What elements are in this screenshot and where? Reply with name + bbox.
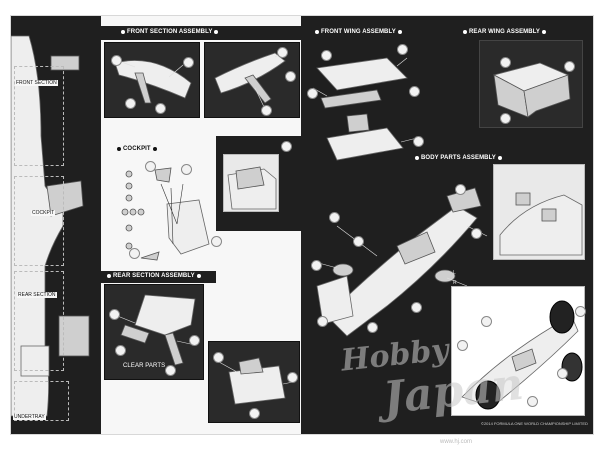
bullet-icon <box>152 147 157 151</box>
part-number-tag <box>321 50 332 61</box>
front-section-assembly-title: FRONT SECTION ASSEMBLY <box>121 29 219 35</box>
bullet-icon <box>463 30 467 34</box>
cockpit-parts-drawing <box>121 167 210 261</box>
part-number-tag <box>409 86 420 97</box>
part-number-tag <box>413 136 424 147</box>
rear-wing-assembly-title: REAR WING ASSEMBLY <box>463 29 547 35</box>
bullet-icon <box>315 30 319 34</box>
bullet-icon <box>497 156 502 160</box>
part-number-tag <box>109 309 120 320</box>
bullet-icon <box>121 30 125 34</box>
seat-photo <box>223 154 279 212</box>
gearbox-drawing <box>218 357 294 405</box>
copyright-footer: ©2014 FORMULA ONE WORLD CHAMPIONSHIP LIM… <box>481 421 588 426</box>
body-parts-assembly-title: BODY PARTS ASSEMBLY <box>415 155 502 161</box>
sidepod-detail-photo <box>493 164 585 260</box>
rear-section-photo-1 <box>104 284 204 380</box>
part-number-tag <box>165 365 176 376</box>
bullet-icon <box>196 274 201 278</box>
rear-wing-photo <box>479 40 583 128</box>
cockpit-box <box>14 176 64 266</box>
rear-section-header-band <box>101 271 216 283</box>
part-number-tag <box>311 260 322 271</box>
part-number-tag <box>145 161 156 172</box>
nose-cone-drawing <box>114 60 192 104</box>
front-wing-assembly-title: FRONT WING ASSEMBLY <box>315 29 402 35</box>
part-number-tag <box>557 368 568 379</box>
part-number-tag <box>317 316 328 327</box>
completed-car-drawing <box>461 300 583 410</box>
body-parts-drawing <box>314 187 488 337</box>
bullet-icon <box>214 30 219 34</box>
rear-section-box <box>14 271 64 371</box>
part-number-tag <box>564 61 575 72</box>
watermark-url: www.hj.com <box>440 439 473 445</box>
part-number-tag <box>471 228 482 239</box>
left-label-undertray: UNDERTRAY <box>13 414 46 420</box>
part-number-tag <box>155 103 166 114</box>
part-number-tag <box>129 248 140 259</box>
car-side-silhouette <box>11 35 90 417</box>
part-number-tag <box>457 340 468 351</box>
rear-section-assembly-title: REAR SECTION ASSEMBLY <box>107 273 201 279</box>
mark-l: L <box>453 270 456 276</box>
front-section-header-band <box>101 26 301 40</box>
part-number-tag <box>527 396 538 407</box>
part-number-tag <box>500 57 511 68</box>
seat-drawing <box>227 166 277 210</box>
part-number-tag <box>353 236 364 247</box>
part-number-tag <box>287 372 298 383</box>
sidepod-drawing <box>499 192 583 256</box>
left-label-rear-section: REAR SECTION <box>17 292 57 298</box>
part-number-tag <box>397 44 408 55</box>
part-number-tag <box>249 408 260 419</box>
part-number-tag <box>189 335 200 346</box>
final-car-photo <box>451 286 585 416</box>
clear-parts-label: CLEAR PARTS <box>123 363 166 369</box>
part-number-tag <box>411 302 422 313</box>
instruction-sheet: FRONT SECTION COCKPIT REAR SECTION UNDER… <box>10 15 594 435</box>
part-number-tag <box>281 141 292 152</box>
part-number-tag <box>307 88 318 99</box>
part-number-tag <box>455 184 466 195</box>
part-number-tag <box>211 236 222 247</box>
bullet-icon <box>107 274 111 278</box>
mark-r: R <box>453 280 457 286</box>
part-number-tag <box>125 98 136 109</box>
rear-wing-drawing <box>492 62 571 118</box>
left-label-cockpit: COCKPIT <box>31 210 56 216</box>
part-number-tag <box>115 345 126 356</box>
part-number-tag <box>481 316 492 327</box>
part-number-tag <box>277 47 288 58</box>
front-section-photo-2 <box>204 42 300 118</box>
front-wing-drawing <box>312 57 418 161</box>
part-number-tag <box>285 71 296 82</box>
cockpit-title: COCKPIT <box>117 146 157 152</box>
part-number-tag <box>329 212 340 223</box>
part-number-tag <box>213 352 224 363</box>
part-number-tag <box>111 55 122 66</box>
part-number-tag <box>181 164 192 175</box>
bullet-icon <box>542 30 547 34</box>
left-label-front-section: FRONT SECTION <box>15 80 58 86</box>
undertray-box <box>14 381 69 421</box>
front-section-photo-1 <box>104 42 200 118</box>
rear-section-photo-2 <box>208 341 300 423</box>
part-number-tag <box>575 306 586 317</box>
bullet-icon <box>397 30 402 34</box>
part-number-tag <box>183 57 194 68</box>
part-number-tag <box>261 105 272 116</box>
part-number-tag <box>367 322 378 333</box>
bullet-icon <box>415 156 419 160</box>
front-section-box <box>14 66 64 166</box>
part-number-tag <box>500 113 511 124</box>
bullet-icon <box>117 147 121 151</box>
